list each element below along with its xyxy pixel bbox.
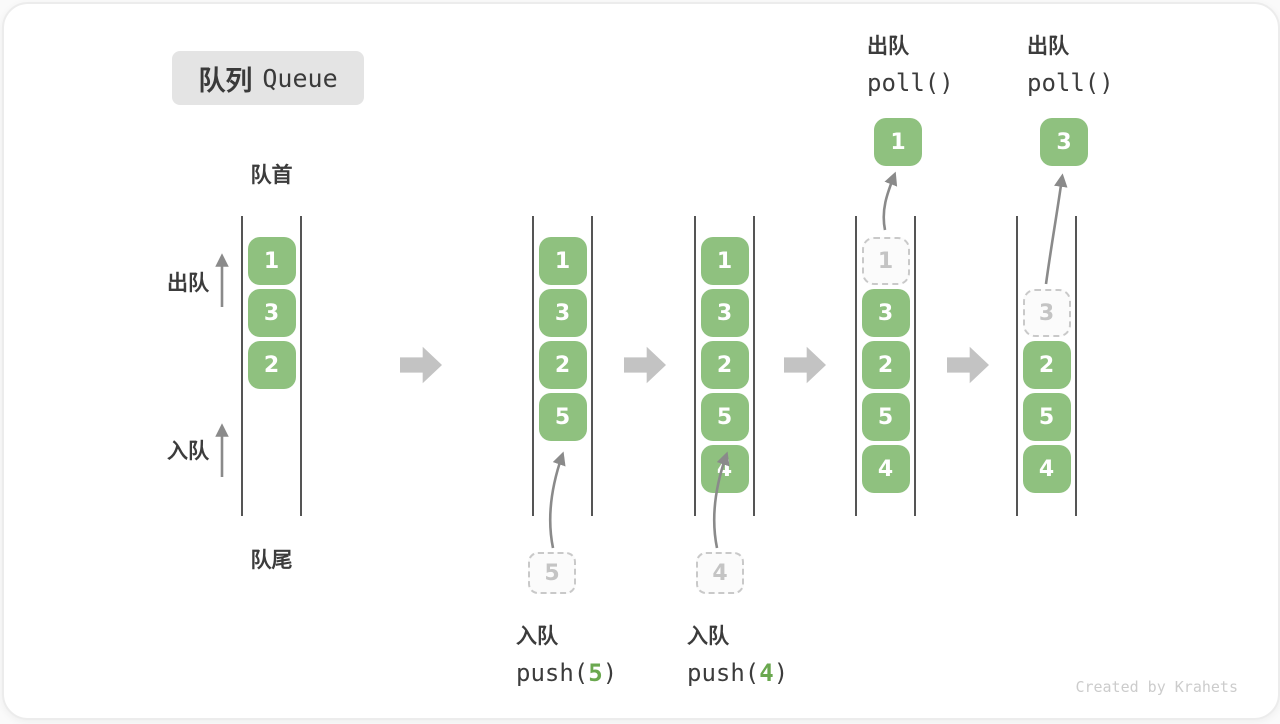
watermark: Created by Krahets xyxy=(1075,678,1238,696)
enqueue-code: push(4) xyxy=(687,659,789,687)
queue-cell: 4 xyxy=(700,445,749,493)
polled-element-1: 1 xyxy=(874,118,922,166)
queue-column-3: 1 3 2 5 4 xyxy=(694,216,755,516)
dequeue-label: 出队 xyxy=(1027,35,1069,58)
queue-cell: 4 xyxy=(1022,445,1071,493)
enqueue-label: 入队 xyxy=(516,625,558,648)
queue-cell: 3 xyxy=(700,289,749,337)
dequeue-label: 出队 xyxy=(867,35,909,58)
queue-cell: 5 xyxy=(700,393,749,441)
dequeue-side-label: 出队 xyxy=(167,272,209,295)
queue-rear-label: 队尾 xyxy=(250,549,293,572)
dequeue-caption-2: 出队 poll() xyxy=(1027,30,1114,97)
enqueue-caption-1: 入队 push(5) xyxy=(516,620,617,687)
enqueue-caption-2: 入队 push(4) xyxy=(687,620,788,687)
step-arrow-icon xyxy=(947,346,989,384)
queue-cell: 2 xyxy=(1022,341,1071,389)
queue-cell: 2 xyxy=(700,341,749,389)
queue-cell: 4 xyxy=(861,445,910,493)
step-arrow-icon xyxy=(784,346,826,384)
queue-front-label: 队首 xyxy=(250,164,293,187)
enqueue-label: 入队 xyxy=(687,625,729,648)
queue-cell: 1 xyxy=(247,237,296,285)
queue-cell: 5 xyxy=(861,393,910,441)
queue-cell: 3 xyxy=(538,289,587,337)
polled-element-3: 3 xyxy=(1040,118,1088,166)
removed-cell: 1 xyxy=(861,237,910,285)
dequeue-caption-1: 出队 poll() xyxy=(867,30,954,97)
queue-column-5: 3 2 5 4 xyxy=(1016,216,1077,516)
enqueue-code: push(5) xyxy=(516,659,618,687)
queue-cell: 2 xyxy=(538,341,587,389)
dequeue-code: poll() xyxy=(867,69,954,97)
queue-cell: 3 xyxy=(861,289,910,337)
title-badge: 队列 Queue xyxy=(172,51,364,105)
queue-column-4: 1 3 2 5 4 xyxy=(855,216,916,516)
queue-cell: 3 xyxy=(247,289,296,337)
step-arrow-icon xyxy=(624,346,666,384)
queue-cell: 5 xyxy=(538,393,587,441)
title-en: Queue xyxy=(262,63,338,93)
queue-cell: 2 xyxy=(861,341,910,389)
queue-cell: 5 xyxy=(1022,393,1071,441)
step-arrow-icon xyxy=(400,346,442,384)
incoming-element-5: 5 xyxy=(528,552,576,594)
queue-column-2: 1 3 2 5 xyxy=(532,216,593,516)
queue-cell: 1 xyxy=(700,237,749,285)
queue-cell: 1 xyxy=(538,237,587,285)
removed-cell: 3 xyxy=(1022,289,1071,337)
queue-cell: 2 xyxy=(247,341,296,389)
title-zh: 队列 xyxy=(198,65,253,96)
queue-column-1: 1 3 2 xyxy=(241,216,302,516)
enqueue-side-label: 入队 xyxy=(167,440,209,463)
incoming-element-4: 4 xyxy=(696,552,744,594)
dequeue-code: poll() xyxy=(1027,69,1114,97)
